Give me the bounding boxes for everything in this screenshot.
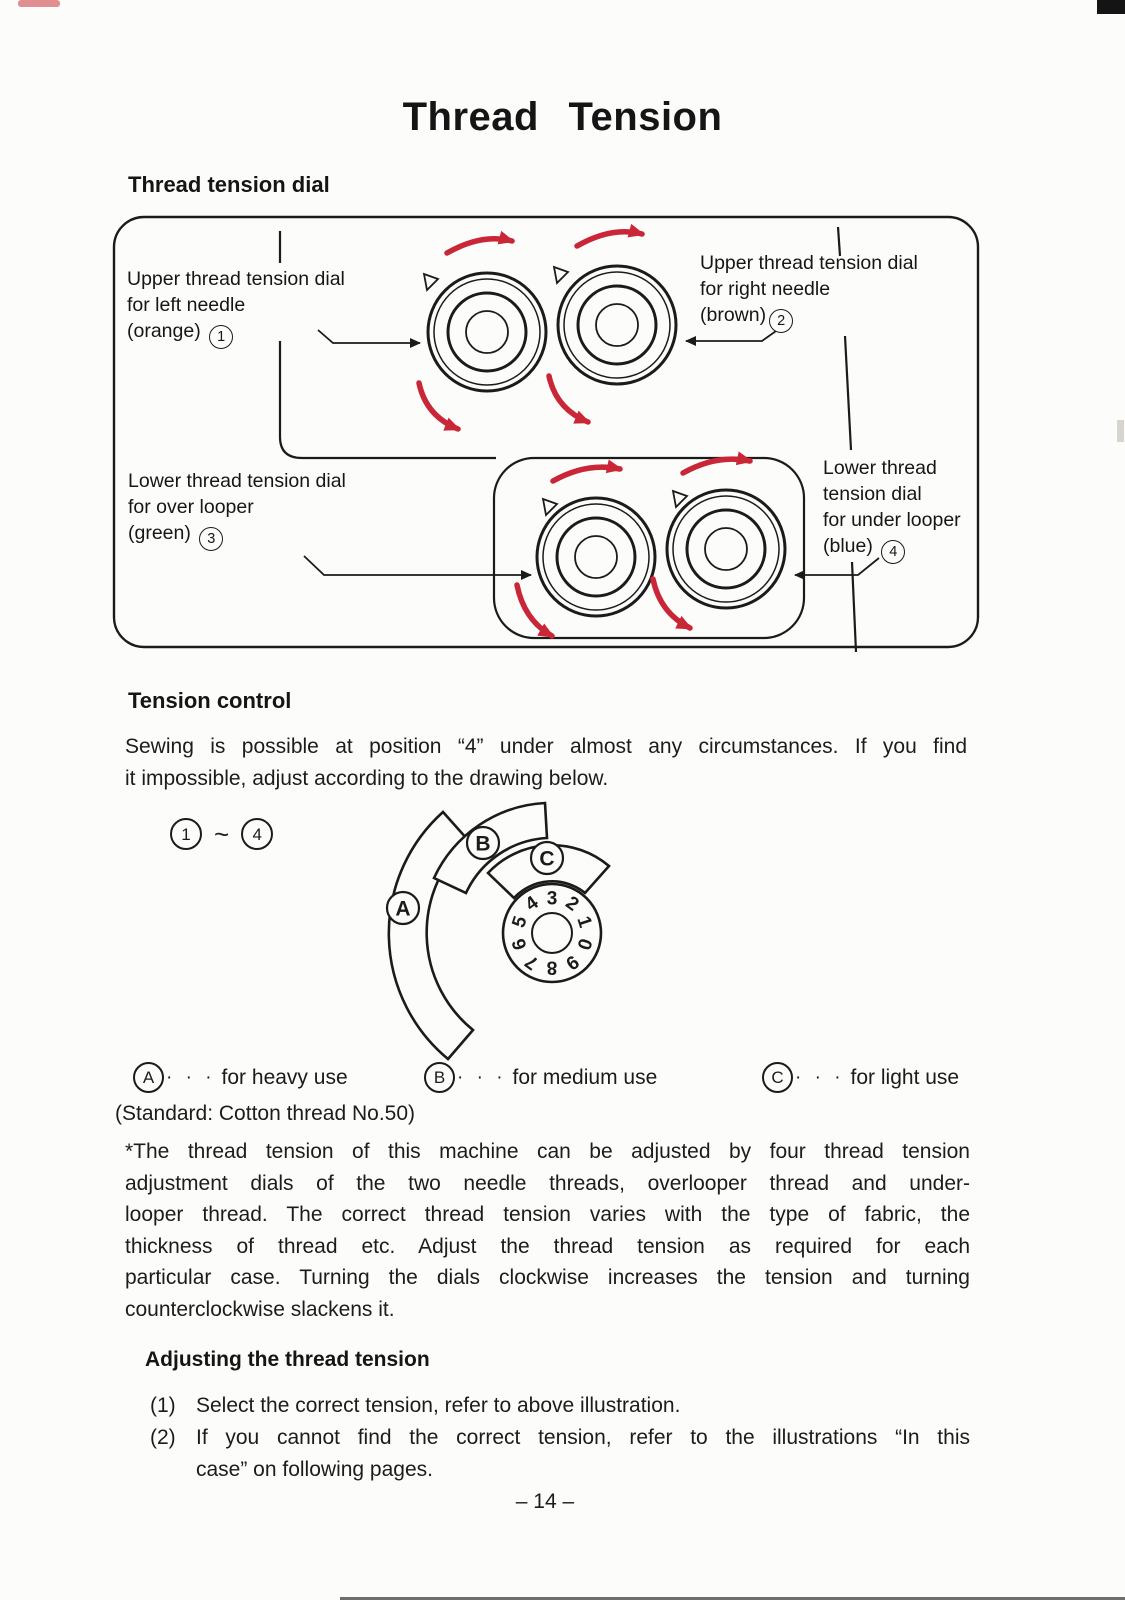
connector-line	[850, 561, 858, 653]
label-lower-left-dial: Lower thread tension dial for over loope…	[128, 468, 346, 552]
page-number: – 14 –	[515, 1490, 575, 1513]
standard-note: (Standard: Cotton thread No.50)	[115, 1102, 416, 1125]
arc-heavy-use	[387, 810, 475, 1061]
arc-label-b: B	[475, 833, 490, 856]
arc-badge-c	[529, 840, 565, 876]
dial-upper-right	[556, 264, 678, 386]
tension-control-diagram: A B C 3 2 1 0 9 8 7 6 5 4	[385, 801, 611, 1061]
label-lower-right-dial: Lower thread tension dial for under loop…	[823, 455, 961, 565]
label-upper-left-dial: Upper thread tension dial for left needl…	[127, 266, 345, 350]
arc-label-a: A	[395, 898, 410, 921]
circled-number-1: 1	[170, 818, 202, 850]
label-upper-right-dial: Upper thread tension dial for right need…	[700, 250, 918, 334]
legend-item-heavy: A · · · for heavy use	[133, 1062, 348, 1093]
elbow-line	[278, 341, 496, 460]
arc-badge-a	[385, 890, 421, 926]
circled-number-3: 3	[199, 527, 224, 552]
section-heading-tension-control: Tension control	[128, 688, 292, 713]
section-heading-thread-tension-dial: Thread tension dial	[128, 172, 330, 197]
scan-mark-bottom	[340, 1597, 1125, 1600]
circled-letter-c: C	[762, 1062, 793, 1093]
arc-badge-b	[465, 825, 501, 861]
page-title: Thread Tension	[402, 95, 723, 139]
intro-line: Sewing is possible at position “4” under…	[125, 735, 967, 758]
tension-note-paragraph: *The thread tension of this machine can …	[125, 1140, 970, 1321]
legend-item-medium: B · · · for medium use	[424, 1062, 657, 1093]
dial-range-indicator: 1 ~ 4	[170, 818, 274, 850]
circled-number-4: 4	[881, 540, 906, 565]
circled-number-4: 4	[241, 818, 274, 850]
dial-lower-left	[535, 496, 657, 618]
adjusting-step-1: (1) Select the correct tension, refer to…	[150, 1394, 681, 1417]
circled-letter-b: B	[424, 1062, 455, 1093]
circled-letter-a: A	[133, 1062, 164, 1093]
diagram-border	[112, 215, 980, 649]
tick-line	[836, 226, 842, 257]
lower-dials-panel	[492, 456, 806, 640]
svg-text:8: 8	[547, 957, 558, 978]
tension-dial-inner	[531, 912, 573, 954]
circled-number-2: 2	[769, 309, 794, 334]
scan-mark-top-right	[1097, 0, 1125, 14]
intro-line: it impossible, adjust according to the d…	[125, 767, 609, 790]
section-heading-adjusting: Adjusting the thread tension	[145, 1348, 430, 1371]
thread-tension-dial-diagram	[112, 215, 980, 653]
arc-label-c: C	[539, 848, 554, 871]
dial-upper-left	[426, 271, 548, 393]
adjusting-step-2: (2) If you cannot find the correct tensi…	[150, 1426, 970, 1481]
dial-index-markers	[422, 265, 689, 517]
rotation-arrows	[416, 223, 753, 639]
svg-text:3: 3	[547, 889, 558, 910]
scan-mark-right-edge	[1117, 420, 1124, 442]
legend-item-light: C · · · for light use	[762, 1062, 959, 1093]
circled-number-1: 1	[209, 325, 234, 350]
scan-mark-top-left	[18, 0, 60, 7]
dial-lower-right	[665, 488, 787, 610]
label-leader-lines	[303, 329, 880, 580]
connector-line	[843, 335, 853, 451]
